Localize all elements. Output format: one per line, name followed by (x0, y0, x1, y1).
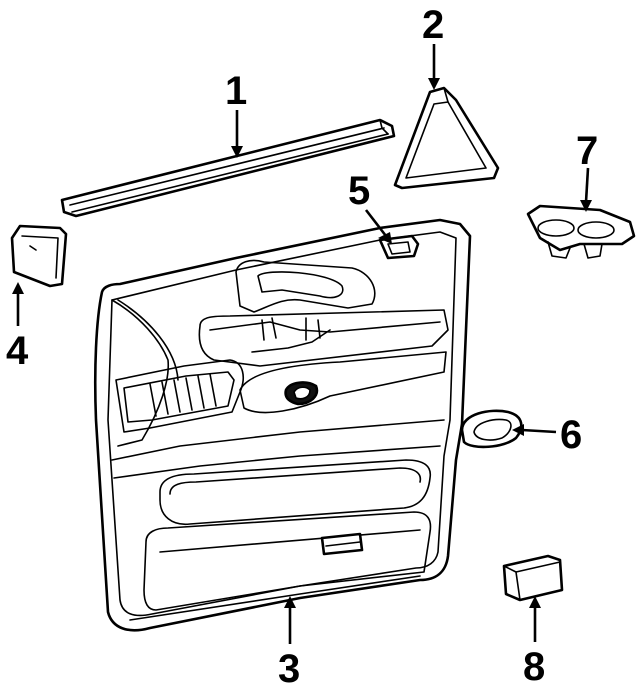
callout-4: 4 (6, 329, 29, 373)
part-6-handle-bezel (460, 409, 523, 449)
part-8-clip (502, 554, 564, 602)
callout-5: 5 (348, 169, 370, 213)
part-7-switch-bezel (526, 204, 636, 259)
callout-2: 2 (422, 3, 444, 47)
leader-lines (12, 44, 592, 644)
callout-8: 8 (523, 645, 545, 689)
callout-3: 3 (278, 647, 300, 690)
callout-7: 7 (576, 129, 598, 173)
part-3-door-trim-panel (93, 218, 472, 632)
part-2-sail-trim (393, 86, 500, 190)
part-1-weatherstrip (60, 118, 396, 218)
callout-labels: 1 2 3 4 5 6 7 8 (6, 3, 598, 690)
callout-6: 6 (560, 413, 582, 457)
part-4-end-cap (10, 224, 68, 288)
callout-1: 1 (225, 69, 247, 113)
